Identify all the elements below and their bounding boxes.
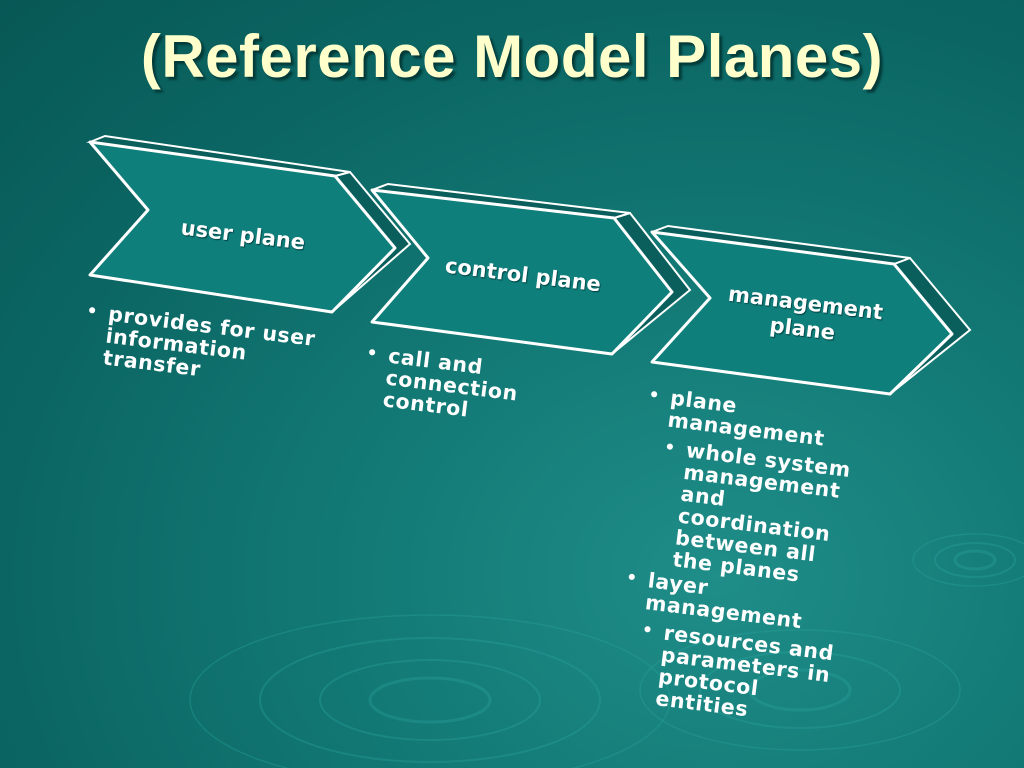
bullet-icon: • [85, 300, 100, 323]
bullet-icon: • [365, 342, 380, 365]
bullet-icon: • [647, 384, 662, 407]
slide-title: (Reference Model Planes) [140, 23, 884, 90]
bullet-icon: • [640, 619, 655, 642]
chevron-control-plane [370, 182, 692, 356]
chevron-user-plane [86, 134, 412, 314]
bullet-icon: • [663, 437, 678, 459]
sub-bullet-item: • whole system management and coordinati… [663, 437, 853, 587]
management-plane-description: • plane management • whole system manage… [611, 384, 869, 730]
bullet-icon: • [625, 567, 639, 589]
chevron-management-plane [650, 224, 972, 396]
